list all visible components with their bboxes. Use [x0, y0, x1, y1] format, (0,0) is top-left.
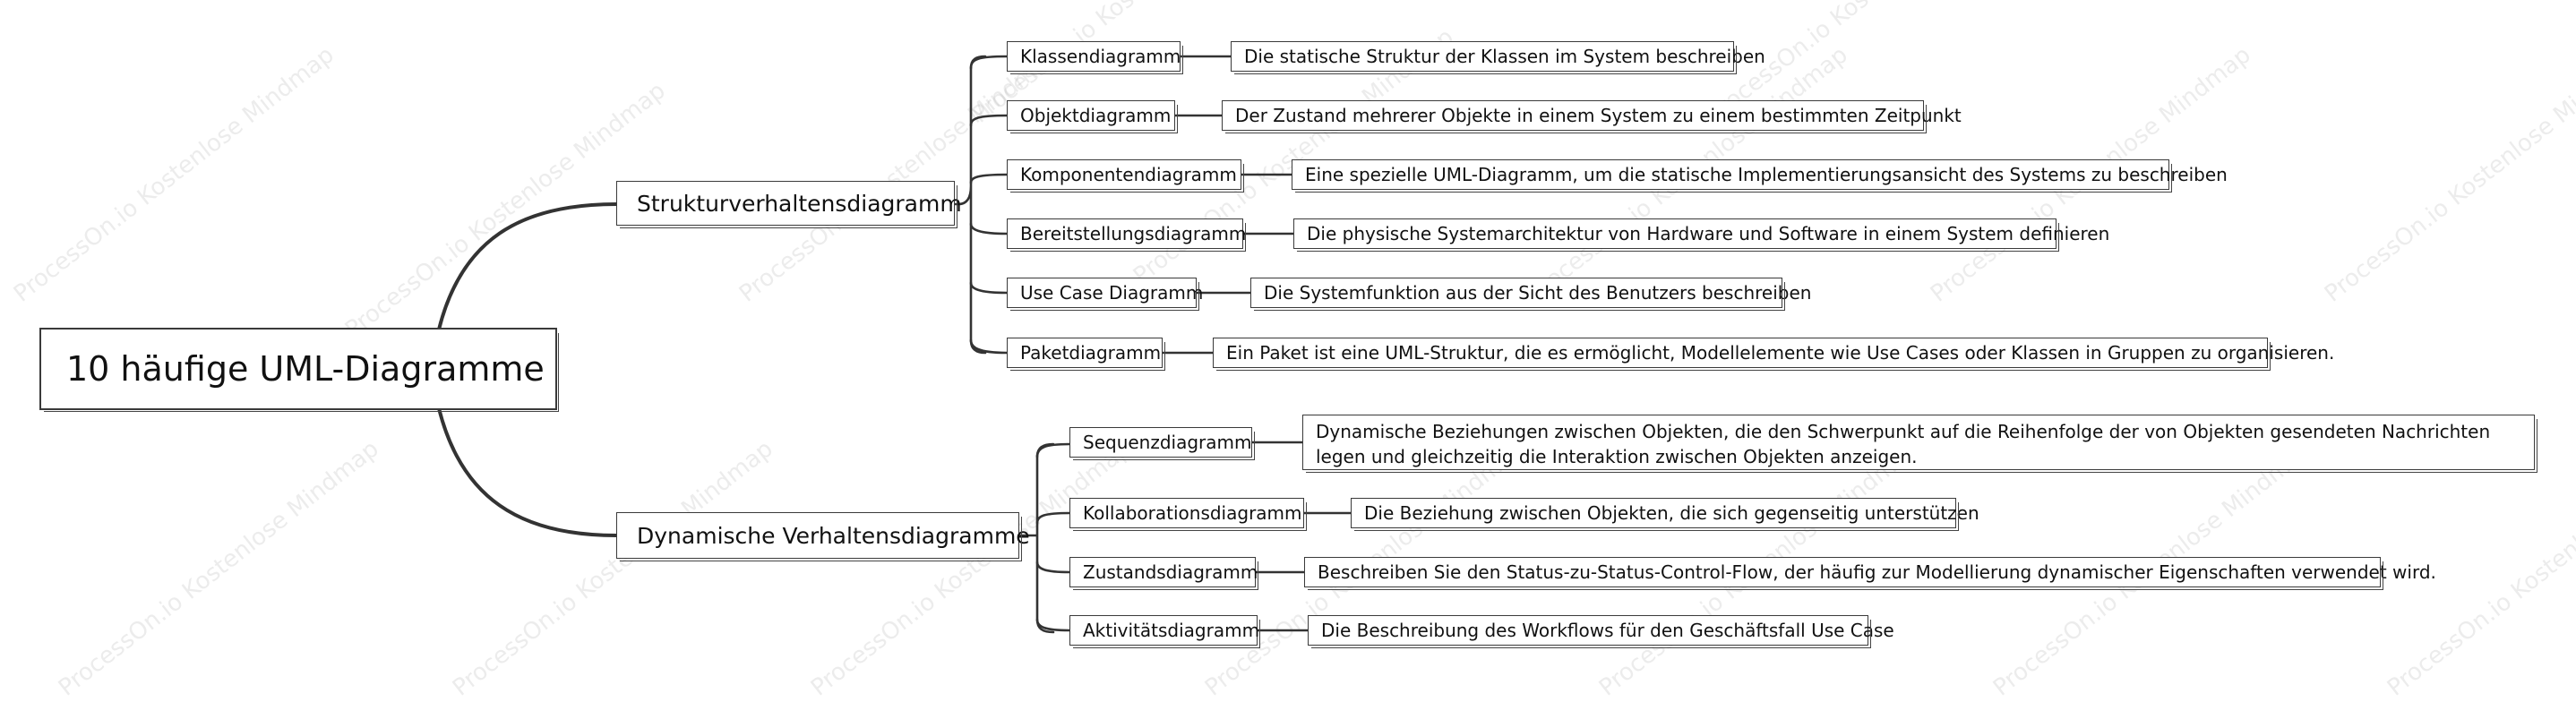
node-zustandsdiagramm[interactable]: Zustandsdiagramm — [1069, 557, 1258, 590]
root-to-branch-1-connector — [437, 202, 618, 331]
branch-1-stub-1 — [969, 55, 1009, 70]
node-bereitstellungsdiagramm[interactable]: Bereitstellungsdiagramm — [1007, 218, 1246, 252]
branch-1-stub-2 — [969, 114, 1009, 127]
branch-1-stub-4 — [969, 222, 1009, 235]
root-to-branch-2-connector — [437, 407, 618, 537]
node-aktivitaetsdiagramm[interactable]: Aktivitätsdiagramm — [1069, 615, 1260, 648]
desc-klassendiagramm[interactable]: Die statische Struktur der Klassen im Sy… — [1231, 41, 1765, 74]
node-sequenzdiagramm[interactable]: Sequenzdiagramm — [1069, 427, 1255, 460]
branch-1-stub-3 — [969, 173, 1009, 184]
desc-objektdiagramm[interactable]: Der Zustand mehrerer Objekte in einem Sy… — [1222, 100, 1962, 133]
desc-komponentendiagramm[interactable]: Eine spezielle UML-Diagramm, um die stat… — [1292, 159, 2228, 193]
desc-sequenzdiagramm[interactable]: Dynamische Beziehungen zwischen Objekten… — [1302, 415, 2537, 473]
node-use-case-diagramm[interactable]: Use Case Diagramm — [1007, 278, 1203, 311]
branch-1-stub-6 — [969, 338, 1009, 355]
branch-2-stub-4 — [1035, 618, 1071, 632]
node-klassendiagramm[interactable]: Klassendiagramm — [1007, 41, 1183, 74]
node-objektdiagramm[interactable]: Objektdiagramm — [1007, 100, 1178, 133]
desc-aktivitaetsdiagramm[interactable]: Die Beschreibung des Workflows für den G… — [1308, 615, 1894, 648]
node-kollaborationsdiagramm[interactable]: Kollaborationsdiagramm — [1069, 498, 1307, 531]
node-komponentendiagramm[interactable]: Komponentendiagramm — [1007, 159, 1244, 193]
branch-dynamische-verhaltensdiagramme[interactable]: Dynamische Verhaltensdiagramme — [616, 512, 1030, 561]
desc-paketdiagramm[interactable]: Ein Paket ist eine UML-Struktur, die es … — [1213, 338, 2334, 371]
node-paketdiagramm[interactable]: Paketdiagramm — [1007, 338, 1165, 371]
root-node[interactable]: 10 häufige UML-Diagramme — [39, 328, 559, 412]
desc-use-case-diagramm[interactable]: Die Systemfunktion aus der Sicht des Ben… — [1250, 278, 1811, 311]
desc-zustandsdiagramm[interactable]: Beschreiben Sie den Status-zu-Status-Con… — [1304, 557, 2436, 590]
branch-2-stub-1 — [1035, 442, 1071, 458]
branch-1-stub-5 — [969, 281, 1009, 295]
branch-2-stub-2 — [1035, 511, 1071, 525]
desc-bereitstellungsdiagramm[interactable]: Die physische Systemarchitektur von Hard… — [1293, 218, 2109, 252]
branch-strukturverhaltensdiagramm[interactable]: Strukturverhaltensdiagramm — [616, 181, 962, 228]
branch-2-stub-3 — [1035, 561, 1071, 574]
desc-kollaborationsdiagramm[interactable]: Die Beziehung zwischen Objekten, die sic… — [1351, 498, 1979, 531]
